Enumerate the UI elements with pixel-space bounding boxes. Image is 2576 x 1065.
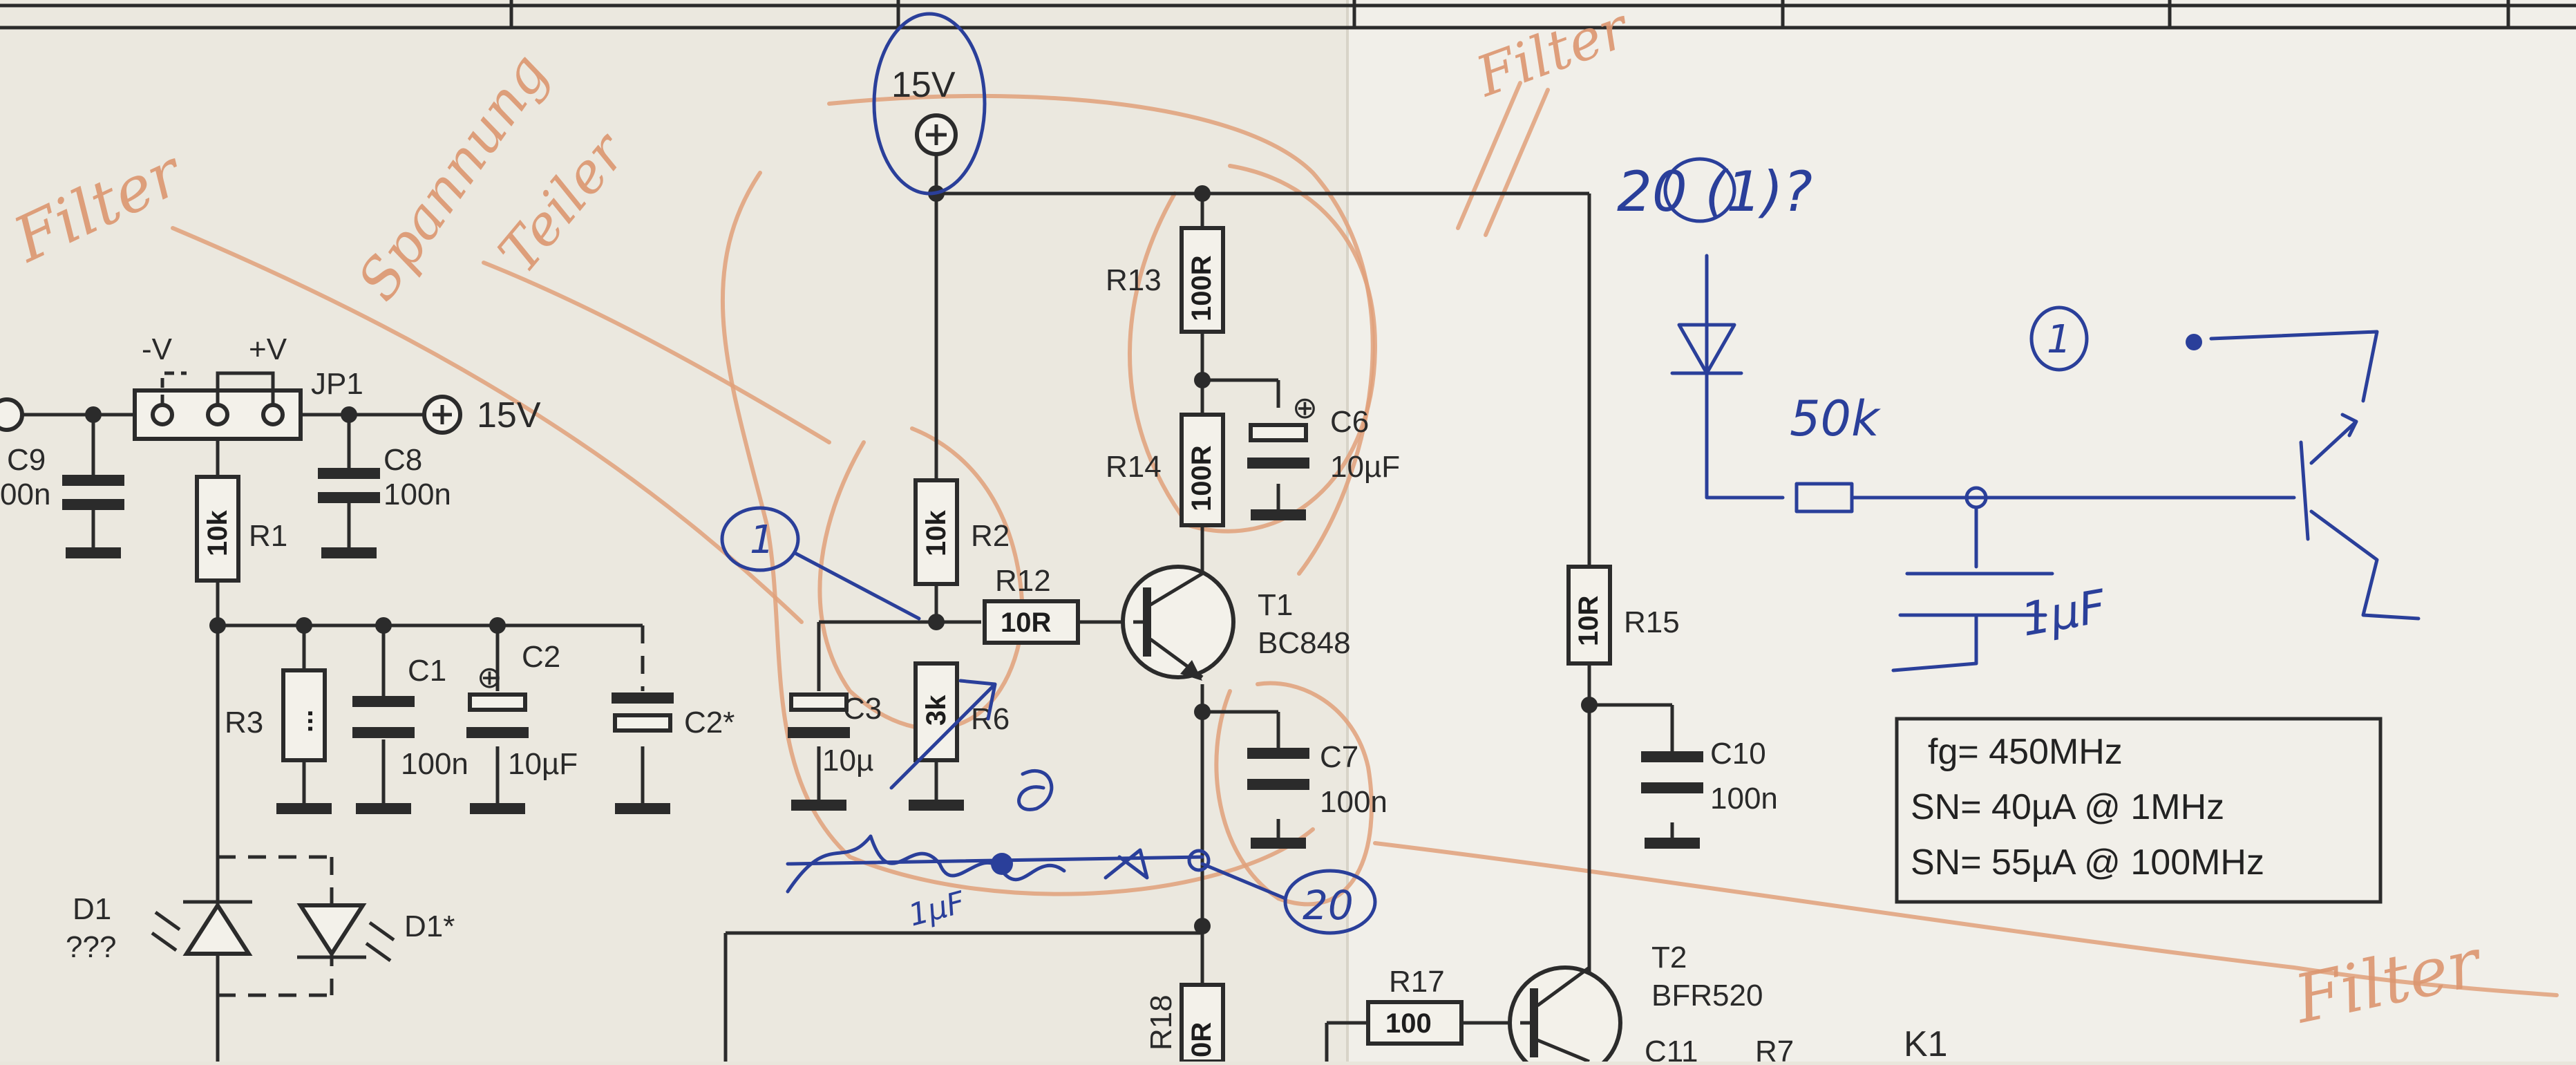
c9-ref: C9: [7, 443, 46, 477]
resistor-r17: 100 R17: [1366, 965, 1464, 1046]
pen-marker-20-bottom: [1283, 869, 1377, 935]
r13-ref: R13: [1106, 263, 1162, 297]
pen-marker-1-left-text: 1: [750, 518, 775, 563]
c11-ref: C11: [1645, 1035, 1698, 1062]
r14-value: 100R: [1186, 445, 1217, 511]
c7-ref: C7: [1320, 740, 1358, 774]
c1-ref: C1: [408, 654, 446, 688]
t1-value: BC848: [1258, 626, 1351, 660]
resistor-r12: 10R R12: [983, 564, 1080, 645]
r1-ref: R1: [249, 519, 287, 553]
r1-value: 10k: [202, 510, 233, 556]
pen-marker-20-bottom-text: 20: [1303, 882, 1354, 929]
k1-ref: K1: [1904, 1024, 1948, 1062]
c10-ref: C10: [1710, 737, 1766, 771]
r18-ref: R18: [1144, 995, 1178, 1050]
supply-15v-left: 15V: [349, 395, 541, 435]
r17-value: 100: [1385, 1008, 1432, 1039]
r6-value: 3k: [921, 695, 951, 726]
c6-plus: ⊕: [1292, 391, 1318, 425]
r13-value: 100R: [1186, 255, 1217, 321]
resistor-r18: 0R R18: [1144, 983, 1225, 1064]
capacitor-c10: C10 100n: [1641, 737, 1778, 849]
r17-ref: R17: [1389, 965, 1445, 999]
c6-ref: C6: [1330, 405, 1369, 439]
t2-value: BFR520: [1651, 979, 1763, 1012]
pen-note-top: 20 (1)?: [1617, 160, 1812, 224]
jumper-pos-label: +V: [249, 332, 287, 366]
c10-value: 100n: [1710, 782, 1778, 816]
c8-value: 100n: [383, 478, 451, 511]
pen-scribble: [786, 834, 1066, 894]
resistor-r13: 100R R13: [1106, 226, 1225, 334]
resistor-r2: 10k R2: [913, 478, 1010, 586]
c2-value: 10µF: [508, 747, 578, 781]
transistor-t1: T1 BC848: [1121, 565, 1351, 681]
c1-value: 100n: [401, 747, 468, 781]
supply-15v-top: 15V: [891, 65, 958, 156]
capacitor-c2: ⊕ C2 10µF: [466, 640, 578, 814]
r3-ref: R3: [225, 706, 263, 739]
spec-line-sn-100mhz: SN= 55µA @ 100MHz: [1911, 842, 2264, 883]
c2-ref: C2: [522, 640, 560, 674]
pen-dot-node: [991, 853, 1013, 875]
c9-value: 00n: [0, 478, 50, 511]
diode-d1: D1 ???: [66, 892, 253, 964]
junction-dots: [85, 185, 1598, 934]
r7-ref: R7: [1755, 1035, 1794, 1062]
pen-marker-1-left: [720, 506, 800, 572]
r12-value: 10R: [1001, 607, 1051, 638]
capacitor-c9: C9 00n: [0, 415, 124, 558]
diode-d1-star: D1*: [296, 903, 455, 963]
spec-line-sn-1mhz: SN= 40µA @ 1MHz: [1911, 787, 2224, 827]
c6-value: 10µF: [1330, 450, 1400, 484]
title-table-lines: [0, 0, 2576, 30]
c2-plus: ⊕: [477, 661, 502, 695]
jumper-neg-label: -V: [142, 332, 173, 366]
c3-ref: C3: [843, 692, 882, 726]
r2-ref: R2: [971, 519, 1010, 553]
supply-15v-top-label: 15V: [891, 65, 956, 105]
pen-circle-15v: [872, 12, 987, 196]
d1-star-ref: D1*: [404, 910, 455, 943]
capacitor-c2-star: C2*: [612, 692, 735, 814]
spec-box: fg= 450MHz SN= 40µA @ 1MHz SN= 55µA @ 10…: [1895, 717, 2383, 904]
d1-value: ???: [66, 930, 116, 964]
r18-value: 0R: [1186, 1022, 1217, 1057]
capacitor-c7: C7 100n: [1247, 740, 1388, 849]
jumper-jp1: -V +V JP1: [133, 332, 363, 441]
capacitor-c3: C3 10µ: [788, 692, 882, 811]
c3-value: 10µ: [822, 744, 873, 777]
supply-15v-left-label: 15V: [477, 395, 541, 435]
c2-star-ref: C2*: [684, 706, 735, 739]
pen-marker-1-right-text: 1: [2047, 317, 2072, 362]
t1-ref: T1: [1258, 588, 1293, 622]
d1-ref: D1: [73, 892, 111, 926]
transistor-t2: T2 BFR520 C11 R7: [1508, 941, 1794, 1065]
capacitor-c6: ⊕ C6 10µF: [1247, 391, 1400, 520]
c8-ref: C8: [383, 443, 422, 477]
spec-line-fg: fg= 450MHz: [1928, 732, 2123, 772]
resistor-r3: ... R3: [225, 668, 332, 814]
r14-ref: R14: [1106, 450, 1162, 484]
pen-50k: 50k: [1790, 390, 1881, 447]
resistor-r1: 10k R1: [195, 475, 287, 583]
resistor-r14: 100R R14: [1106, 413, 1225, 527]
resistor-r15: 10R R15: [1566, 565, 1680, 666]
paper-right-panel: [1347, 0, 2576, 1062]
c7-value: 100n: [1320, 785, 1388, 819]
pen-annotations: 1 1µF 20 20 (1)? 50k 1 1µF: [720, 12, 2421, 935]
r15-ref: R15: [1624, 605, 1680, 639]
pen-marker-1-right: [2029, 305, 2089, 372]
jumper-name: JP1: [311, 367, 363, 401]
r12-ref: R12: [995, 564, 1051, 598]
t2-ref: T2: [1651, 941, 1687, 974]
r2-value: 10k: [921, 510, 951, 556]
capacitor-c8: C8 100n: [318, 415, 451, 558]
r15-value: 10R: [1573, 596, 1604, 646]
capacitor-c1: C1 100n: [352, 654, 468, 814]
r3-value: ...: [288, 710, 319, 733]
